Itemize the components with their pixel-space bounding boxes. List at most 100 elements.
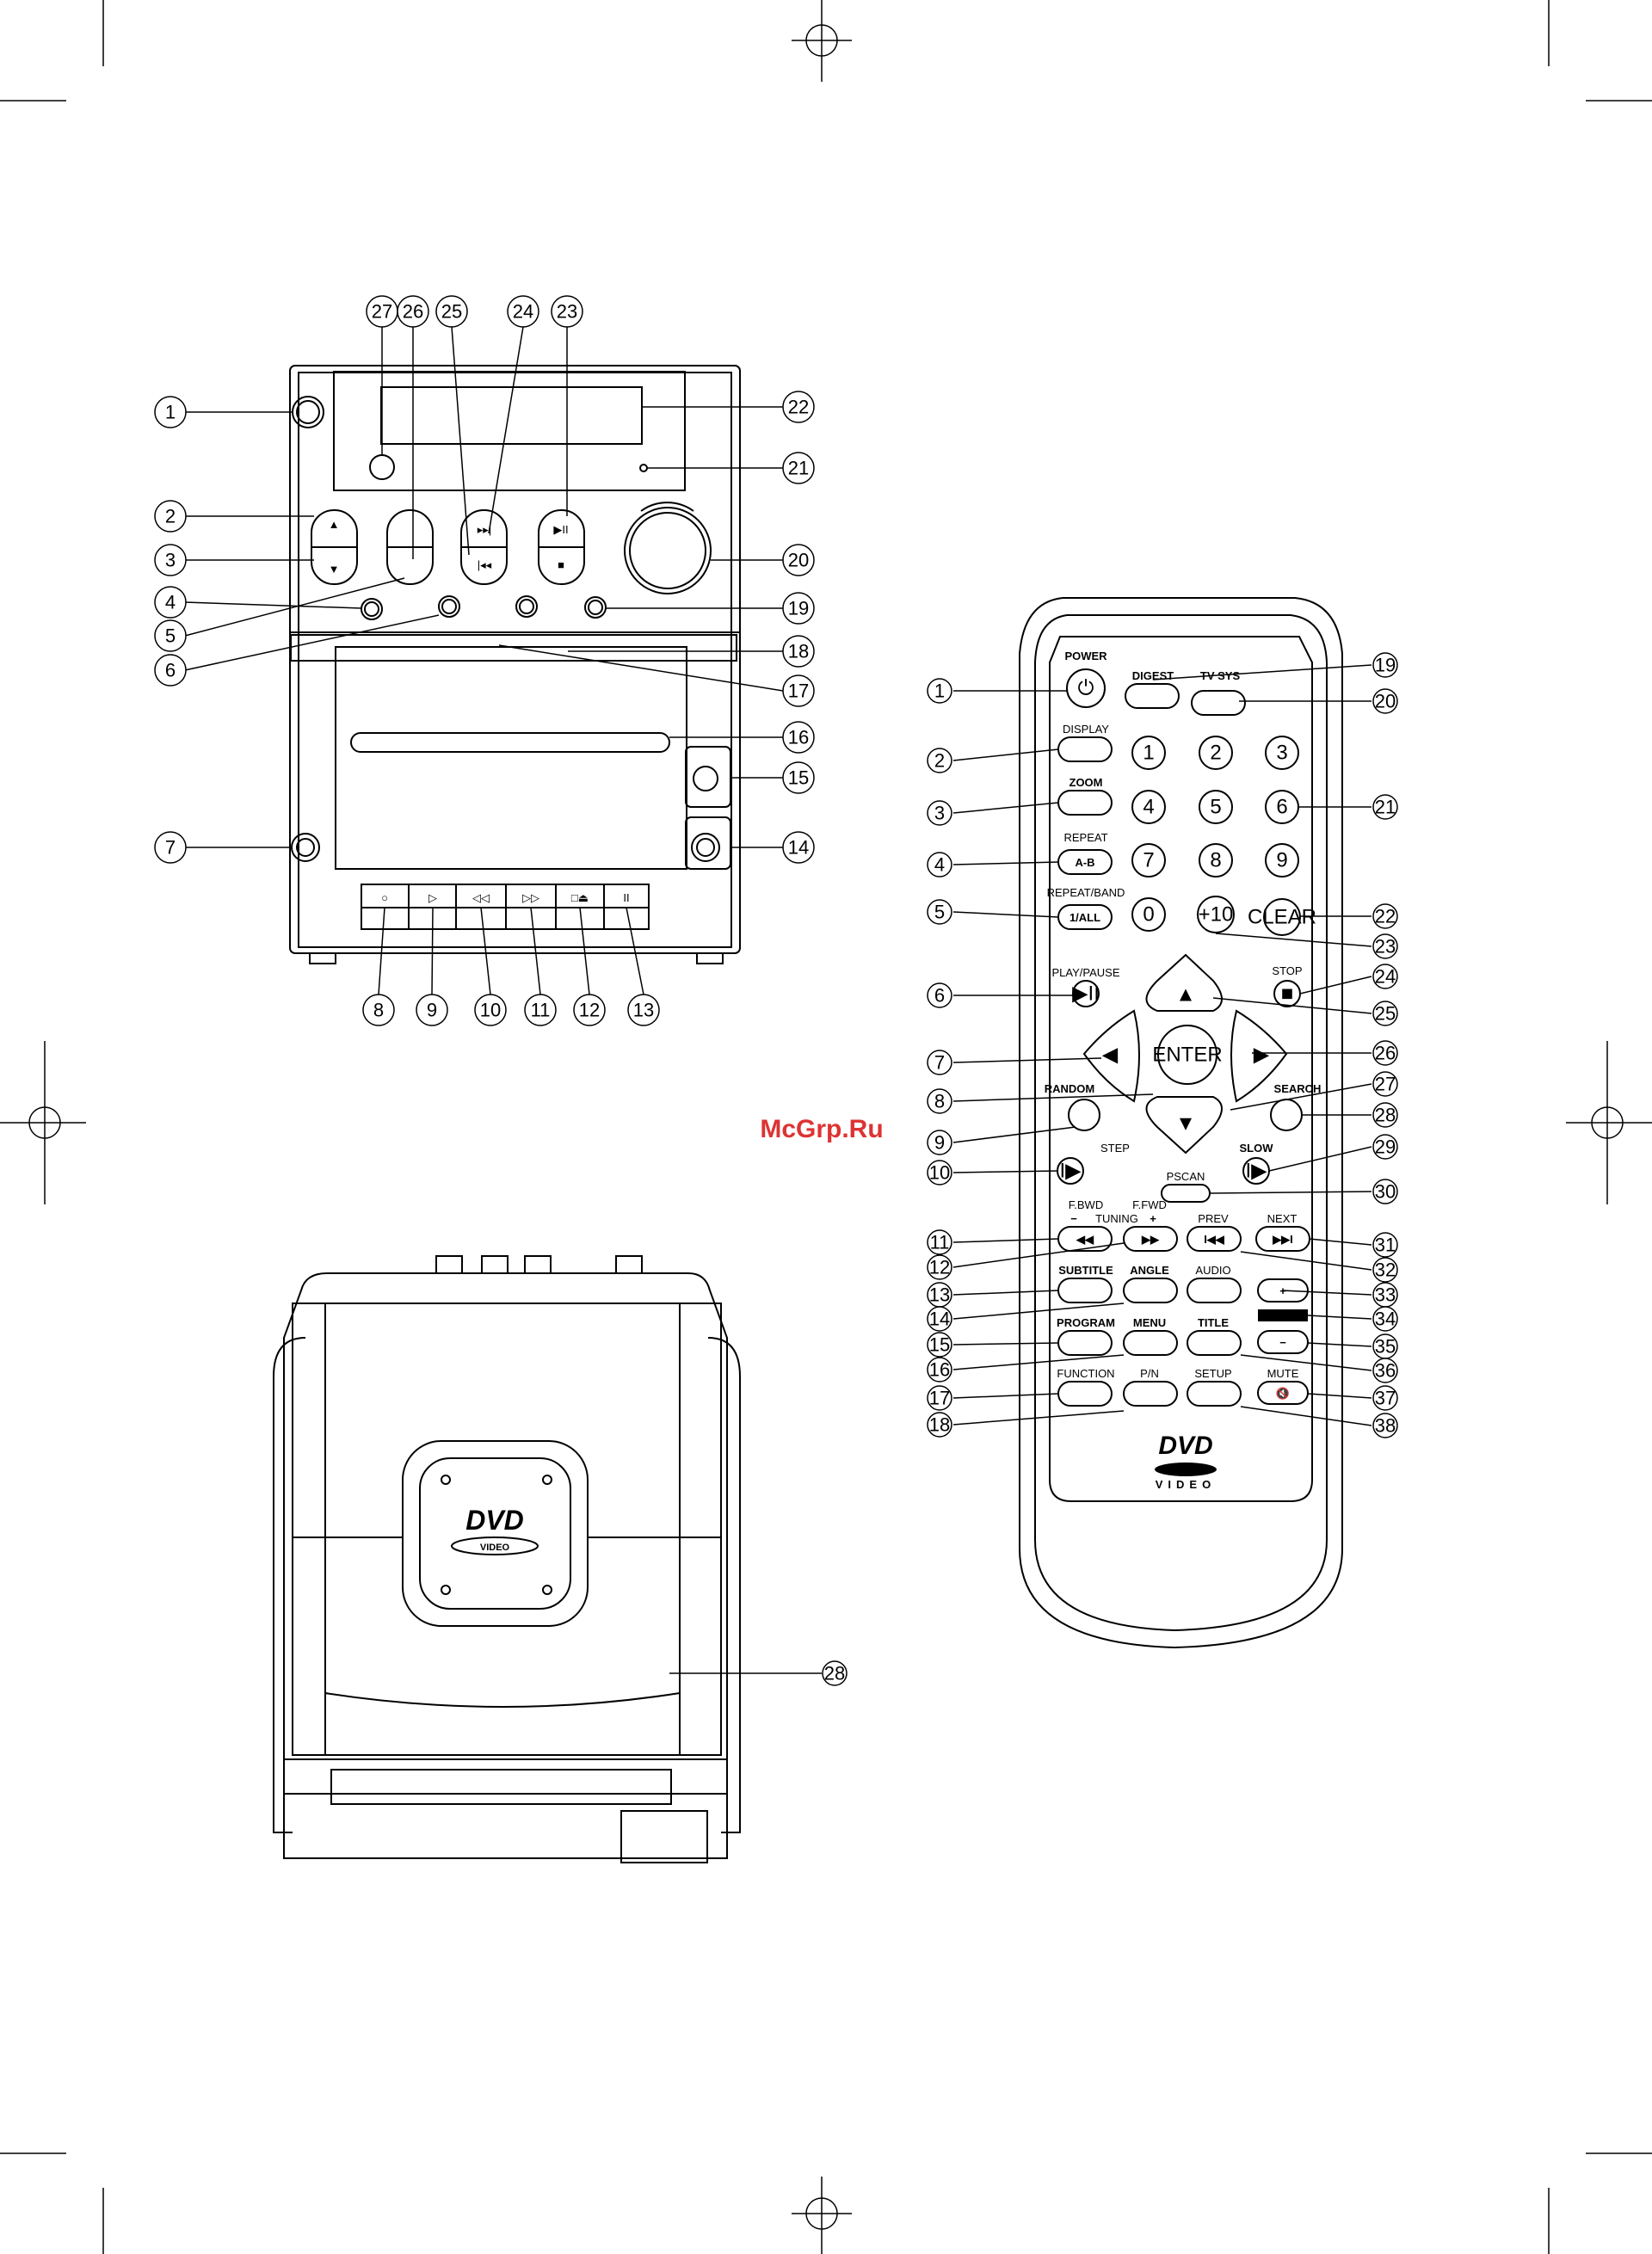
remote-callout-29: 29 [1372, 1134, 1398, 1160]
svg-text:20: 20 [788, 550, 809, 571]
zoom-button[interactable] [1057, 790, 1113, 816]
svg-text:35: 35 [1375, 1336, 1396, 1358]
remote-callout-10: 10 [927, 1160, 952, 1186]
nav-right-button[interactable] [1230, 1009, 1288, 1103]
front-callout-8: 8 [362, 994, 395, 1026]
remote-dvd-disc-icon [1155, 1463, 1217, 1476]
fbwd-button[interactable]: ◀◀ [1057, 1226, 1113, 1252]
remote-callout-25: 25 [1372, 1001, 1398, 1026]
front-callout-6: 6 [154, 654, 187, 687]
ffwd-button[interactable]: ▶▶ [1123, 1226, 1178, 1252]
play-pause-button[interactable]: ▶II [1072, 980, 1100, 1007]
front-callout-2: 2 [154, 500, 187, 533]
next-button[interactable]: ▶▶I [1255, 1226, 1310, 1252]
display-button[interactable] [1057, 736, 1113, 762]
nav-up-button[interactable] [1145, 953, 1223, 1012]
search-label: SEARCH [1274, 1082, 1322, 1095]
repeat-ab-button[interactable]: A-B [1057, 849, 1113, 875]
nav-left-button[interactable] [1082, 1009, 1140, 1103]
menu-button[interactable] [1123, 1330, 1178, 1356]
mute-button[interactable]: 🔇 [1257, 1381, 1309, 1405]
digit-3-button[interactable]: 3 [1265, 736, 1299, 770]
front-panel-diagram: ▲ ▼ ▸▸| |◂◂ ▶II ■ [289, 365, 741, 964]
svg-text:12: 12 [579, 1000, 600, 1021]
digit-8-button[interactable]: 8 [1199, 843, 1233, 878]
angle-button[interactable] [1123, 1278, 1178, 1303]
enter-button[interactable]: ENTER [1152, 1025, 1223, 1085]
remote-callout-34: 34 [1372, 1306, 1398, 1332]
one-all-button[interactable]: 1/ALL [1057, 904, 1113, 930]
right-arrow-icon: ▶ [1254, 1044, 1270, 1067]
pn-button[interactable] [1123, 1381, 1178, 1407]
down-arrow-icon: ▼ [1175, 1112, 1196, 1136]
title-button[interactable] [1187, 1330, 1242, 1356]
remote-callout-21: 21 [1372, 794, 1398, 820]
program-button[interactable] [1057, 1330, 1113, 1356]
remote-callout-5: 5 [927, 899, 952, 925]
svg-text:18: 18 [929, 1414, 950, 1436]
title-label: TITLE [1198, 1316, 1229, 1329]
subtitle-button[interactable] [1057, 1278, 1113, 1303]
svg-text:10: 10 [480, 1000, 501, 1021]
svg-text:19: 19 [788, 598, 809, 619]
digest-button[interactable] [1125, 683, 1180, 709]
digit-0-button[interactable]: 0 [1131, 897, 1166, 932]
svg-text:16: 16 [929, 1359, 950, 1381]
svg-text:34: 34 [1375, 1309, 1396, 1330]
random-button[interactable] [1068, 1099, 1100, 1131]
svg-text:I▶: I▶ [1059, 1160, 1082, 1183]
svg-text:15: 15 [788, 767, 809, 789]
svg-text:CLEAR: CLEAR [1248, 906, 1316, 929]
random-label: RANDOM [1045, 1082, 1095, 1095]
digit-5-button[interactable]: 5 [1199, 790, 1233, 824]
digit-2-button[interactable]: 2 [1199, 736, 1233, 770]
svg-text:16: 16 [788, 727, 809, 748]
digit-7-button[interactable]: 7 [1131, 843, 1166, 878]
remote-callout-7: 7 [927, 1050, 952, 1075]
search-button[interactable] [1270, 1099, 1303, 1131]
power-button[interactable]: ⏻ [1066, 668, 1106, 708]
svg-text:2: 2 [1210, 742, 1221, 765]
nav-down-button[interactable] [1145, 1096, 1223, 1155]
front-callout-23: 23 [551, 295, 583, 328]
remote-callout-6: 6 [927, 982, 952, 1008]
svg-text:5: 5 [165, 625, 176, 647]
prev-button[interactable]: I◀◀ [1187, 1226, 1242, 1252]
svg-text:6: 6 [165, 660, 176, 681]
front-callout-9: 9 [416, 994, 448, 1026]
svg-text:8: 8 [934, 1091, 945, 1112]
svg-text:3: 3 [934, 803, 945, 824]
setup-button[interactable] [1187, 1381, 1242, 1407]
remote-callout-38: 38 [1372, 1413, 1398, 1438]
front-callout-18: 18 [782, 635, 815, 668]
remote-callout-24: 24 [1372, 964, 1398, 989]
tv-sys-button[interactable] [1191, 690, 1246, 716]
svg-text:9: 9 [427, 1000, 437, 1021]
svg-text:8: 8 [1210, 849, 1221, 872]
clear-button[interactable]: CLEAR [1248, 898, 1316, 936]
svg-text:23: 23 [1375, 936, 1396, 958]
slow-button[interactable]: I▶ [1242, 1157, 1270, 1185]
front-callout-20: 20 [782, 544, 815, 576]
digit-9-button[interactable]: 9 [1265, 843, 1299, 878]
plus10-button[interactable]: +10 [1197, 896, 1235, 933]
digit-4-button[interactable]: 4 [1131, 790, 1166, 824]
remote-callout-36: 36 [1372, 1358, 1398, 1383]
power-label: POWER [1064, 650, 1107, 662]
audio-button[interactable] [1187, 1278, 1242, 1303]
svg-text:▲: ▲ [329, 518, 340, 531]
remote-callout-8: 8 [927, 1088, 952, 1114]
front-callout-7: 7 [154, 831, 187, 864]
function-button[interactable] [1057, 1381, 1113, 1407]
svg-text:1/ALL: 1/ALL [1069, 911, 1100, 924]
stop-button[interactable]: ■ [1273, 980, 1301, 1007]
remote-dvd-logo: DVD [1158, 1432, 1212, 1460]
digit-6-button[interactable]: 6 [1265, 790, 1299, 824]
volume-down-button[interactable]: − [1257, 1330, 1309, 1354]
up-arrow-icon: ▲ [1175, 983, 1196, 1007]
step-button[interactable]: I▶ [1057, 1157, 1084, 1185]
pscan-button[interactable] [1161, 1184, 1211, 1203]
digit-1-button[interactable]: 1 [1131, 736, 1166, 770]
svg-text:7: 7 [1143, 849, 1154, 872]
mute-label: MUTE [1267, 1367, 1299, 1380]
